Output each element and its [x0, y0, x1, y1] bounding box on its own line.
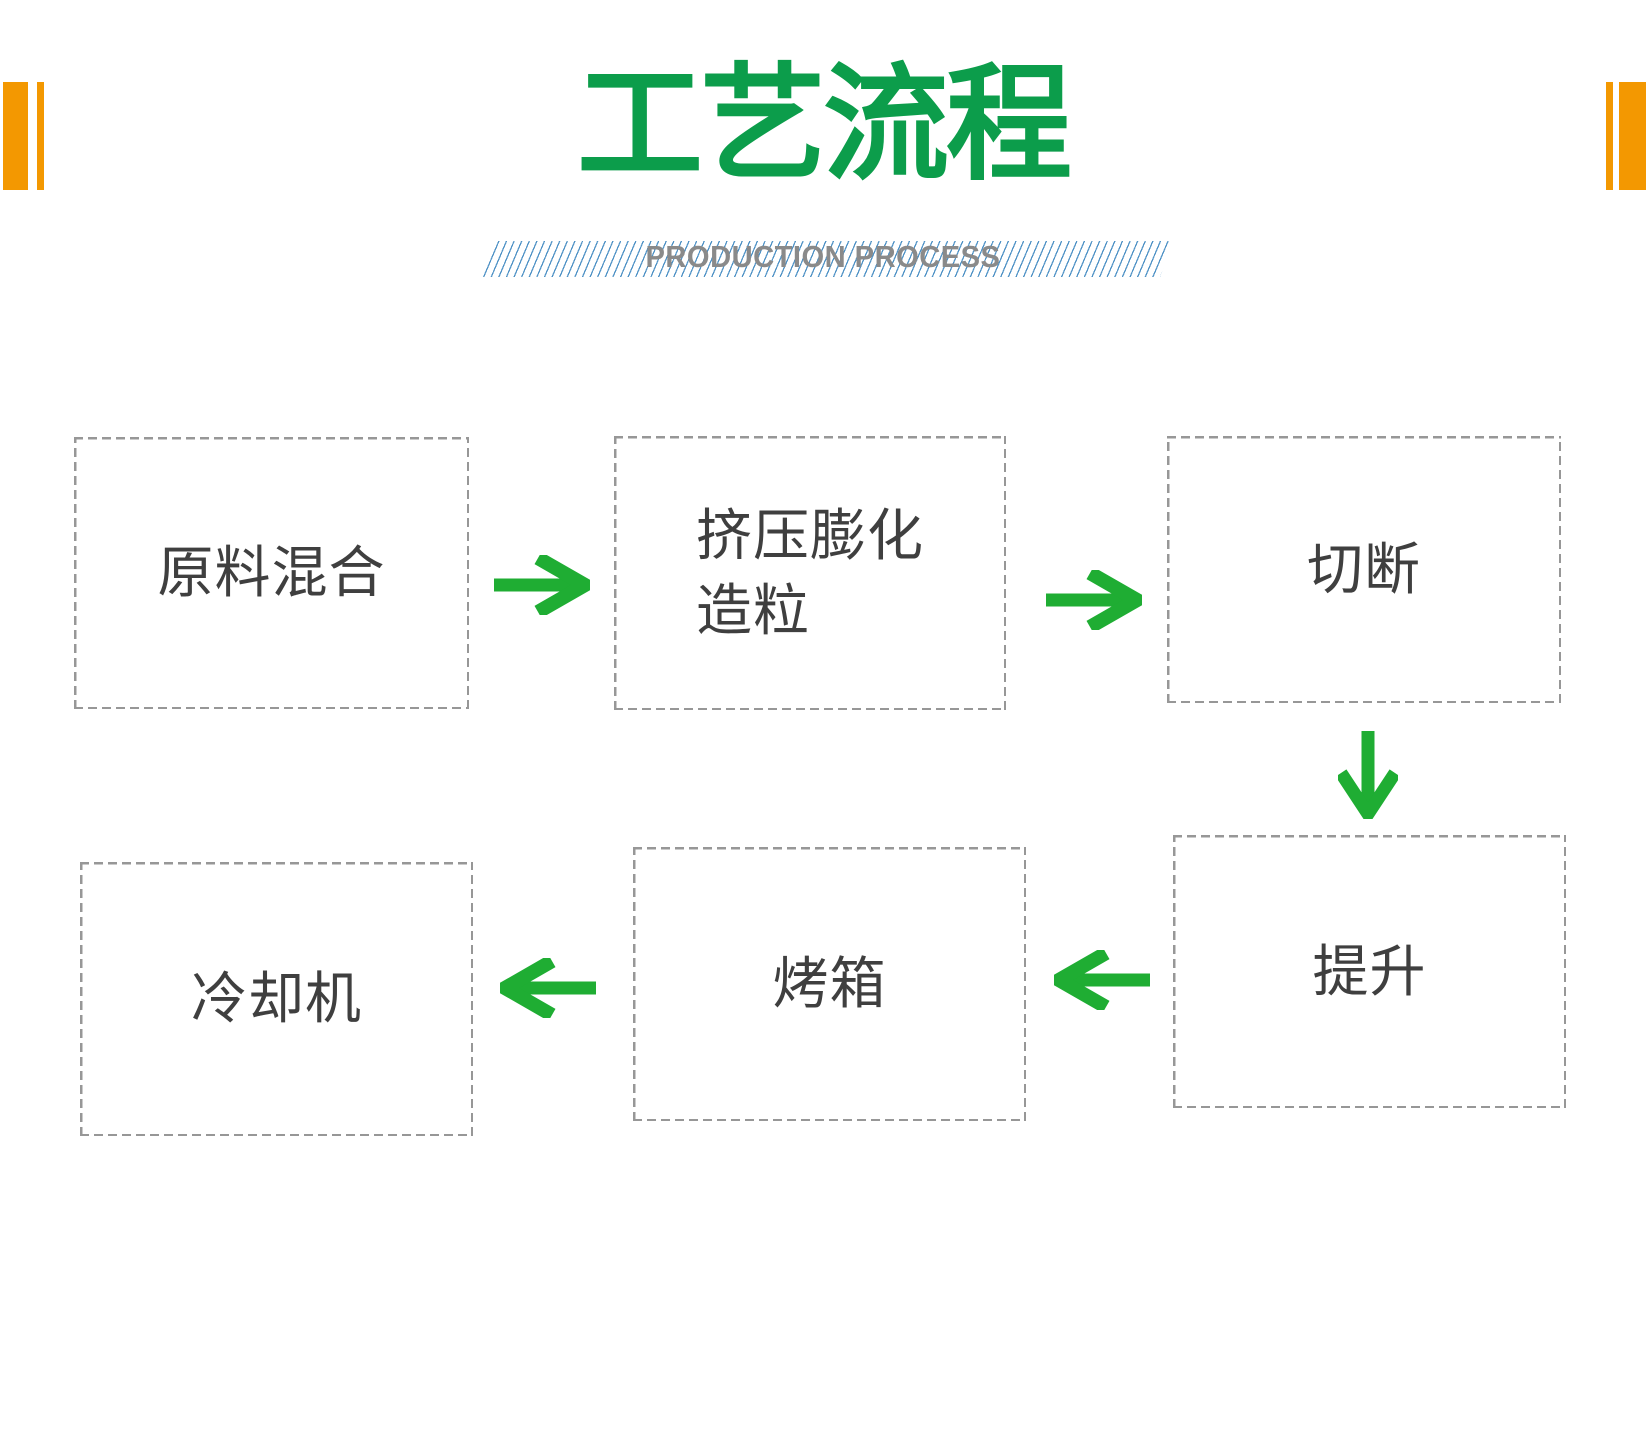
flow-step-oven: 烤箱 [633, 847, 1026, 1121]
arrow-right-icon [1046, 570, 1142, 630]
flow-step-label: 原料混合 [157, 541, 386, 605]
arrow-left-icon [1054, 950, 1150, 1010]
flow-step-raw-material-mixing: 原料混合 [74, 437, 469, 709]
flow-step-cooling-machine: 冷却机 [80, 862, 473, 1136]
flow-step-cutting: 切断 [1167, 436, 1561, 703]
right-accent-bar-thick [1619, 82, 1646, 190]
hatched-stripe-band [483, 241, 1173, 277]
page-subtitle: PRODUCTION PROCESS [645, 239, 1001, 274]
flow-step-label: 提升 [1312, 939, 1427, 1003]
flow-step-label: 挤压膨化 造粒 [696, 503, 924, 642]
arrow-down-icon [1338, 731, 1398, 819]
arrow-right-icon [494, 555, 590, 615]
flow-step-lifting: 提升 [1173, 835, 1566, 1108]
flow-step-label: 切断 [1307, 537, 1421, 601]
arrow-left-icon [500, 958, 596, 1018]
left-accent-bar-thick [3, 82, 28, 190]
right-accent-bar-thin [1606, 82, 1613, 190]
left-accent-bar-thin [37, 82, 44, 190]
page-title: 工艺流程 [577, 54, 1072, 195]
flow-step-label: 冷却机 [191, 967, 362, 1031]
flow-step-extrusion-pelletizing: 挤压膨化 造粒 [614, 436, 1006, 710]
flow-step-label: 烤箱 [772, 952, 887, 1016]
